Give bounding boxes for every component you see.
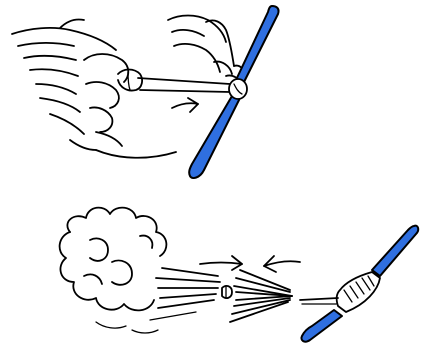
spray-lines-icon bbox=[230, 270, 292, 322]
stick-tip-icon bbox=[222, 286, 232, 298]
bottom-panel bbox=[60, 208, 419, 342]
propeller-blade-bottom-icon bbox=[300, 226, 418, 342]
stick-icon bbox=[138, 78, 230, 92]
motion-lines-icon bbox=[150, 268, 220, 320]
cloud-puff-icon bbox=[60, 208, 167, 333]
left-hand-icon bbox=[12, 19, 142, 146]
right-arrow-icon bbox=[200, 256, 242, 270]
top-panel bbox=[12, 6, 279, 178]
right-hand-icon bbox=[168, 16, 244, 87]
left-arrow-icon bbox=[264, 256, 300, 272]
rotation-arrow-icon bbox=[172, 98, 198, 112]
